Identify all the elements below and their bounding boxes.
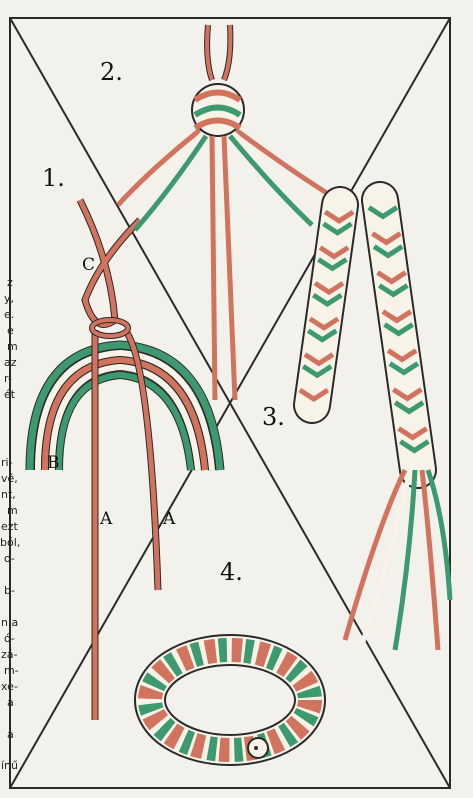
margin-text-fragment: r- xyxy=(4,373,12,384)
margin-text-fragment: a xyxy=(7,729,14,740)
panel-2-illustration xyxy=(118,25,330,400)
margin-text-fragment: e xyxy=(7,325,14,336)
margin-text-fragment: b- xyxy=(4,585,15,596)
margin-text-fragment: ínű xyxy=(1,760,18,771)
margin-text-fragment: a xyxy=(7,697,14,708)
part-label-b: B xyxy=(47,453,60,473)
tail-red-1 xyxy=(345,470,405,640)
panel-4-number: 4. xyxy=(220,558,243,586)
margin-text-fragment: ból, xyxy=(0,537,20,548)
part-label-a-left: A xyxy=(99,509,113,529)
panel-3-illustration xyxy=(300,200,450,650)
margin-text-fragment: ri- xyxy=(1,457,13,468)
center-cord-right xyxy=(224,136,235,400)
margin-text-fragment: ét xyxy=(4,389,15,400)
fan-left-green xyxy=(135,136,206,230)
button-hole xyxy=(254,746,258,750)
margin-text-fragment: vé, xyxy=(1,473,18,484)
margin-text-fragment: zá- xyxy=(1,649,17,660)
margin-text-fragment: az xyxy=(4,357,17,368)
margin-text-fragment: e. xyxy=(4,309,14,320)
fan-left-cream xyxy=(125,133,203,215)
margin-text-fragment: n a xyxy=(1,617,18,628)
margin-text-fragment: ó- xyxy=(4,633,15,644)
fan-right-green xyxy=(230,136,312,225)
margin-text-fragment: m- xyxy=(4,665,19,676)
center-cord-left xyxy=(212,136,215,400)
margin-text-fragment: nt, xyxy=(1,489,16,500)
margin-text-fragment: xe- xyxy=(1,681,18,692)
margin-text-fragment: ezt xyxy=(1,521,18,532)
panel-3-number: 3. xyxy=(262,403,285,431)
margin-text-fragment: y, xyxy=(4,293,14,304)
part-label-c: C xyxy=(82,255,95,275)
margin-text-fragment: o- xyxy=(4,553,15,564)
margin-text-fragment: m xyxy=(7,341,18,352)
fan-left-red xyxy=(118,130,200,205)
part-label-a-right: A xyxy=(162,509,176,529)
panel-2-number: 2. xyxy=(100,58,123,86)
panel-1-number: 1. xyxy=(42,164,65,192)
panel-4-illustration xyxy=(150,650,310,758)
margin-text-fragment: m xyxy=(7,505,18,516)
margin-text-fragment: z xyxy=(7,277,13,288)
fan-right-cream xyxy=(233,133,322,210)
